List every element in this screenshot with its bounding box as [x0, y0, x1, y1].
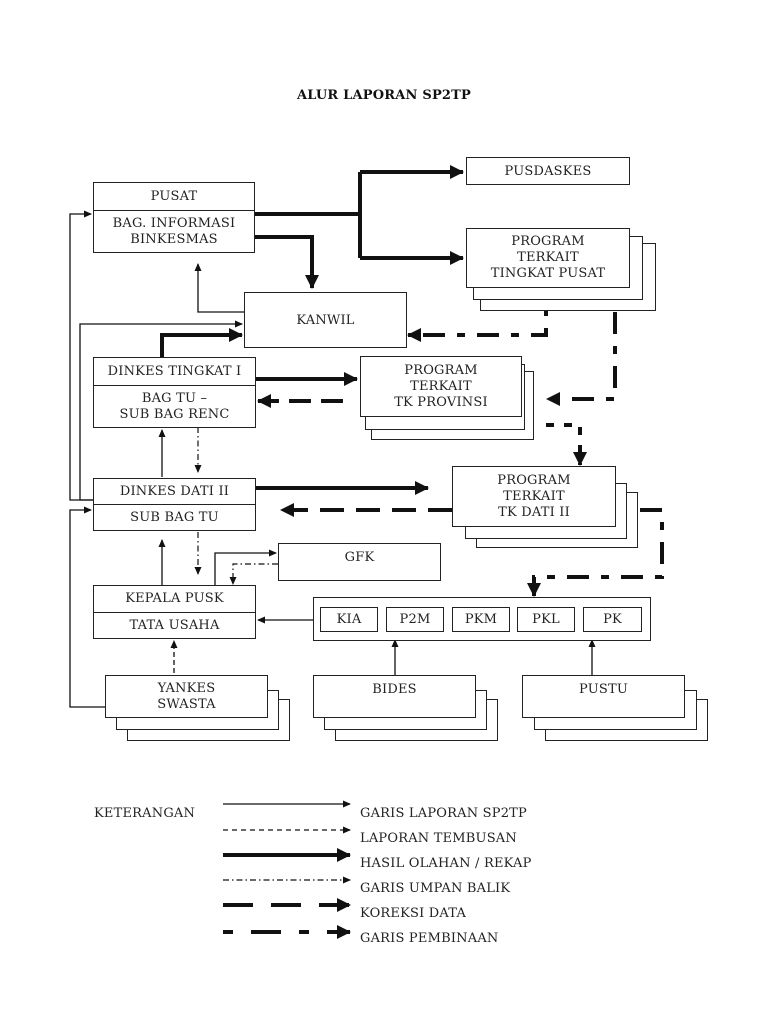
kanwil-label: KANWIL [296, 312, 355, 328]
kepala-pusk-header: KEPALA PUSK [125, 591, 224, 606]
legend-heading: KETERANGAN [94, 806, 196, 821]
rekap-arrow-tk1-to-kanwil [160, 328, 243, 358]
node-program-pusat: PROGRAM TERKAIT TINGKAT PUSAT [466, 228, 630, 288]
report-arrow-yankes-to-dati2 [69, 506, 105, 708]
dinkes-tk1-body: BAG TU – SUB BAG RENC [94, 385, 255, 427]
legend-label-koreksi-data: KOREKSI DATA [360, 906, 467, 921]
dinkes-dati2-body: SUB BAG TU [94, 504, 255, 530]
gfk-label: GFK [344, 550, 375, 565]
yankes-label: YANKES SWASTA [157, 680, 216, 712]
node-pusdaskes: PUSDASKES [466, 157, 630, 185]
node-kanwil: KANWIL [244, 292, 407, 348]
report-arrow-kepala-to-gfk [214, 549, 277, 585]
node-kepala-pusk: KEPALA PUSK TATA USAHA [93, 585, 256, 639]
legend-label-garis-laporan: GARIS LAPORAN SP2TP [360, 806, 527, 821]
pembinaan-arrow-prov-prog-to-dati2-prog [546, 423, 587, 466]
node-pusat: PUSAT BAG. INFORMASI BINKESMAS [93, 182, 255, 253]
node-bides: BIDES [313, 675, 476, 718]
node-dinkes-tingkat-1: DINKES TINGKAT I BAG TU – SUB BAG RENC [93, 357, 256, 428]
legend-label-hasil-olahan: HASIL OLAHAN / REKAP [360, 856, 532, 871]
node-yankes-swasta: YANKES SWASTA [105, 675, 268, 718]
node-puskesmas-programs: KIA P2M PKM PKL PK [313, 597, 651, 641]
node-program-provinsi: PROGRAM TERKAIT TK PROVINSI [360, 356, 522, 417]
pusat-body: BAG. INFORMASI BINKESMAS [94, 210, 254, 252]
node-gfk: GFK [278, 543, 441, 581]
dinkes-tk1-header: DINKES TINGKAT I [107, 363, 242, 379]
feedback-arrow-gfk-to-kepala [229, 563, 278, 585]
node-program-dati-2: PROGRAM TERKAIT TK DATI II [452, 466, 616, 527]
diagram-title: ALUR LAPORAN SP2TP [296, 88, 472, 103]
report-arrow-kanwil-to-pusat [194, 263, 244, 313]
node-pustu: PUSTU [522, 675, 685, 718]
program-prov-label: PROGRAM TERKAIT TK PROVINSI [394, 362, 488, 410]
program-pkm: PKM [452, 607, 510, 632]
dinkes-dati2-header: DINKES DATI II [119, 483, 230, 499]
program-kia: KIA [320, 607, 378, 632]
pembinaan-arrow-dati2-prog-to-pusk-programs [527, 508, 664, 597]
pusat-header: PUSAT [150, 188, 198, 204]
bides-label: BIDES [372, 682, 417, 697]
node-dinkes-dati-2: DINKES DATI II SUB BAG TU [93, 478, 256, 531]
pembinaan-arrow-pusat-prog-to-kanwil [407, 308, 548, 342]
legend-label-laporan-tembusan: LAPORAN TEMBUSAN [360, 831, 517, 846]
pusdaskes-label: PUSDASKES [504, 163, 592, 179]
legend-label-garis-pembinaan: GARIS PEMBINAAN [360, 931, 499, 946]
pustu-label: PUSTU [578, 682, 628, 697]
program-dati2-label: PROGRAM TERKAIT TK DATI II [497, 472, 571, 520]
pembinaan-arrow-pusat-prog-to-prov-prog [546, 312, 617, 406]
program-pusat-label: PROGRAM TERKAIT TINGKAT PUSAT [490, 234, 606, 281]
program-pk: PK [583, 607, 642, 632]
program-pkl: PKL [517, 607, 575, 632]
program-p2m: P2M [386, 607, 444, 632]
report-arrow-dati2-to-pusat [69, 210, 93, 501]
kepala-pusk-body: TATA USAHA [94, 612, 255, 638]
rekap-arrow-pusat-to-kanwil [255, 235, 319, 289]
legend-label-umpan-balik: GARIS UMPAN BALIK [360, 881, 511, 896]
